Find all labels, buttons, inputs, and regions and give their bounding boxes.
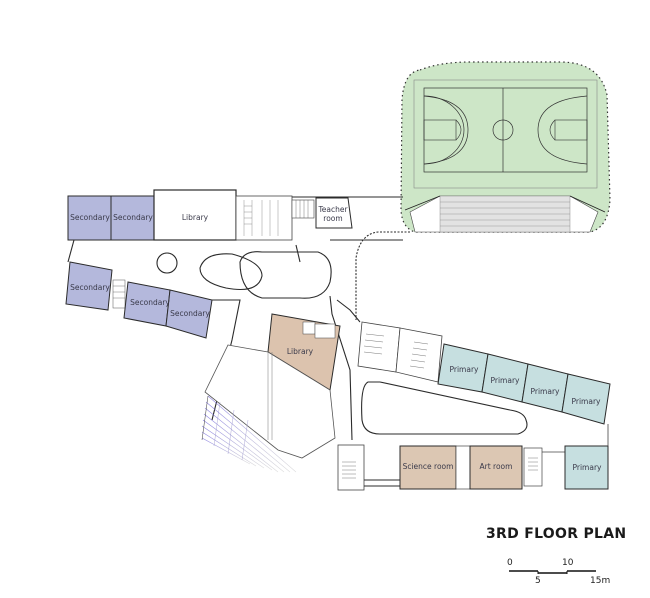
plan-title: 3RD FLOOR PLAN <box>486 526 627 542</box>
label-science-room: Science room <box>403 462 454 471</box>
scale-label-0: 0 <box>507 558 513 568</box>
label-art-room: Art room <box>480 462 513 471</box>
primary-wing <box>357 321 611 425</box>
scale-label-15m: 15m <box>590 576 611 586</box>
scale-label-10: 10 <box>562 558 574 568</box>
scale-bar <box>509 570 596 574</box>
label-secondary-2: Secondary <box>113 213 153 222</box>
label-primary-2: Primary <box>491 376 521 385</box>
library-auditorium <box>201 313 341 473</box>
secondary-wing <box>65 189 353 339</box>
label-secondary-1: Secondary <box>70 213 110 222</box>
label-secondary-5: Secondary <box>170 309 210 318</box>
label-primary-4: Primary <box>572 397 602 406</box>
bottom-block <box>337 424 609 491</box>
label-secondary-4: Secondary <box>130 298 170 307</box>
room-labels: Secondary Secondary Library Teacher room… <box>70 205 602 472</box>
label-teacher-room-1: Teacher <box>317 205 348 214</box>
label-library-upper: Library <box>182 213 209 222</box>
scale-label-5: 5 <box>535 576 541 586</box>
sports-court <box>400 61 611 233</box>
label-secondary-3: Secondary <box>70 283 110 292</box>
label-primary-1: Primary <box>450 365 480 374</box>
label-teacher-room-2: room <box>323 214 342 223</box>
label-primary-3: Primary <box>531 387 561 396</box>
label-library-lower: Library <box>287 347 314 356</box>
label-primary-5: Primary <box>573 463 603 472</box>
